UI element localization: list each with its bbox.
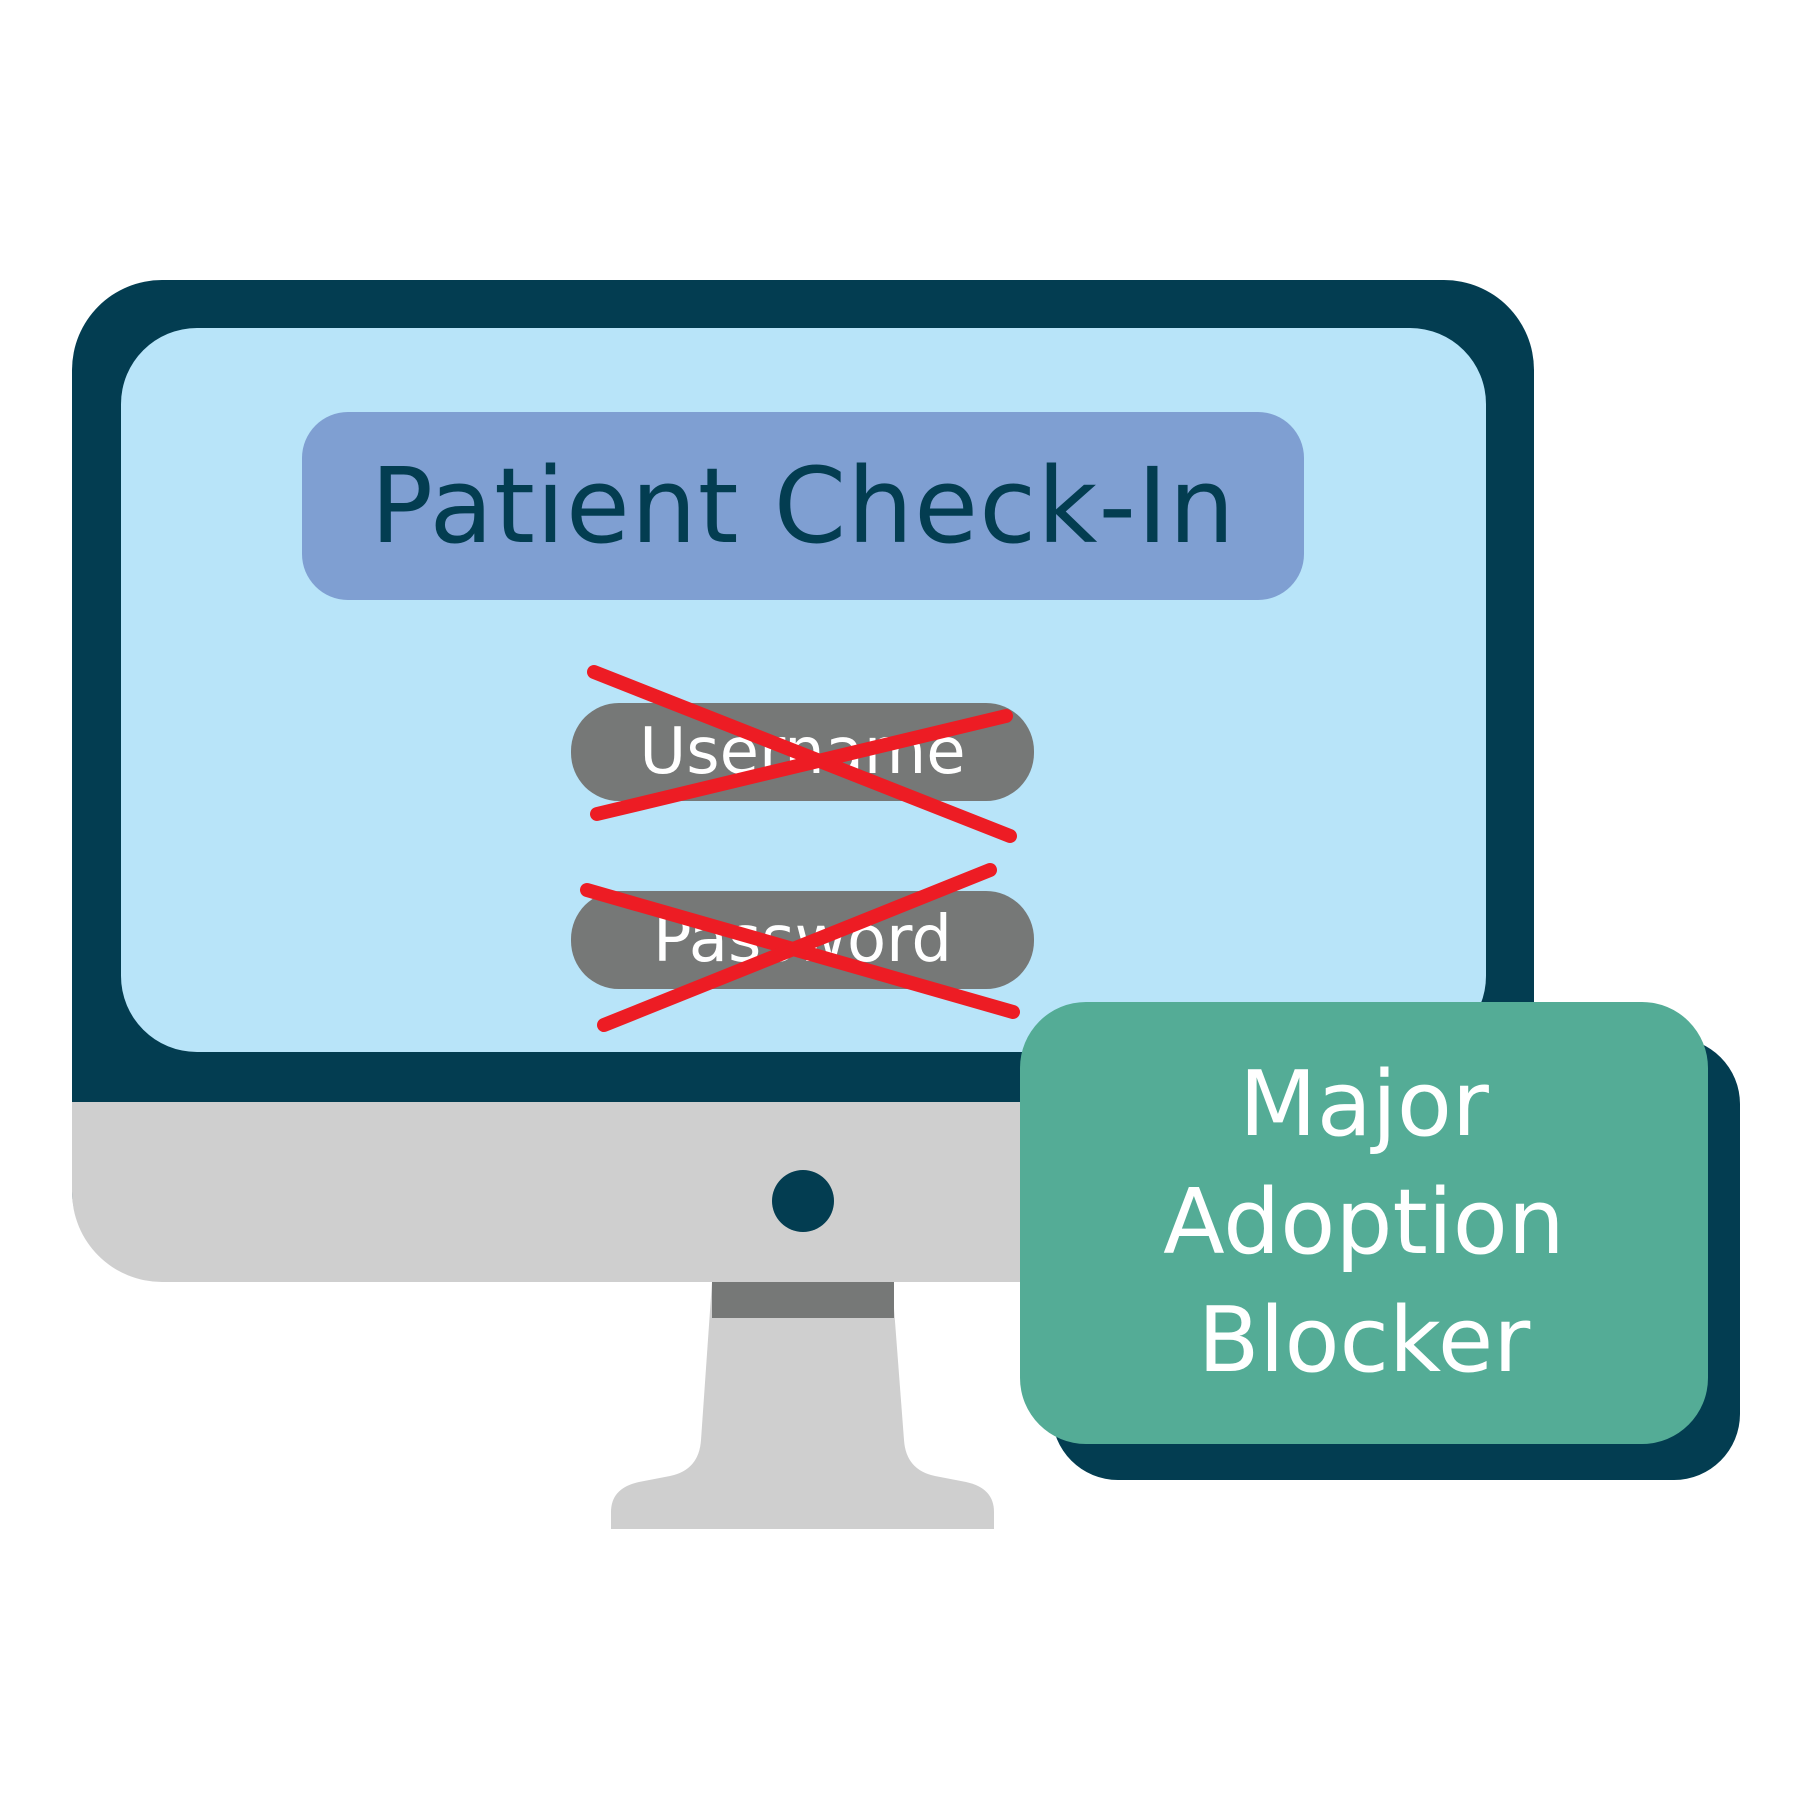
username-label: Username — [639, 715, 966, 789]
password-label: Password — [653, 903, 952, 977]
callout-line-2: Adoption — [1163, 1170, 1565, 1275]
stand-neck-shadow — [712, 1282, 894, 1318]
callout-line-1: Major — [1239, 1052, 1489, 1157]
monitor-button-icon — [772, 1170, 834, 1232]
adoption-blocker-callout: Major Adoption Blocker — [1020, 1002, 1708, 1444]
title-banner: Patient Check-In — [302, 412, 1304, 600]
callout-line-3: Blocker — [1197, 1288, 1531, 1393]
username-field[interactable]: Username — [571, 703, 1034, 801]
password-field[interactable]: Password — [571, 891, 1034, 989]
stand-neck — [611, 1282, 994, 1529]
page-title: Patient Check-In — [370, 445, 1236, 567]
